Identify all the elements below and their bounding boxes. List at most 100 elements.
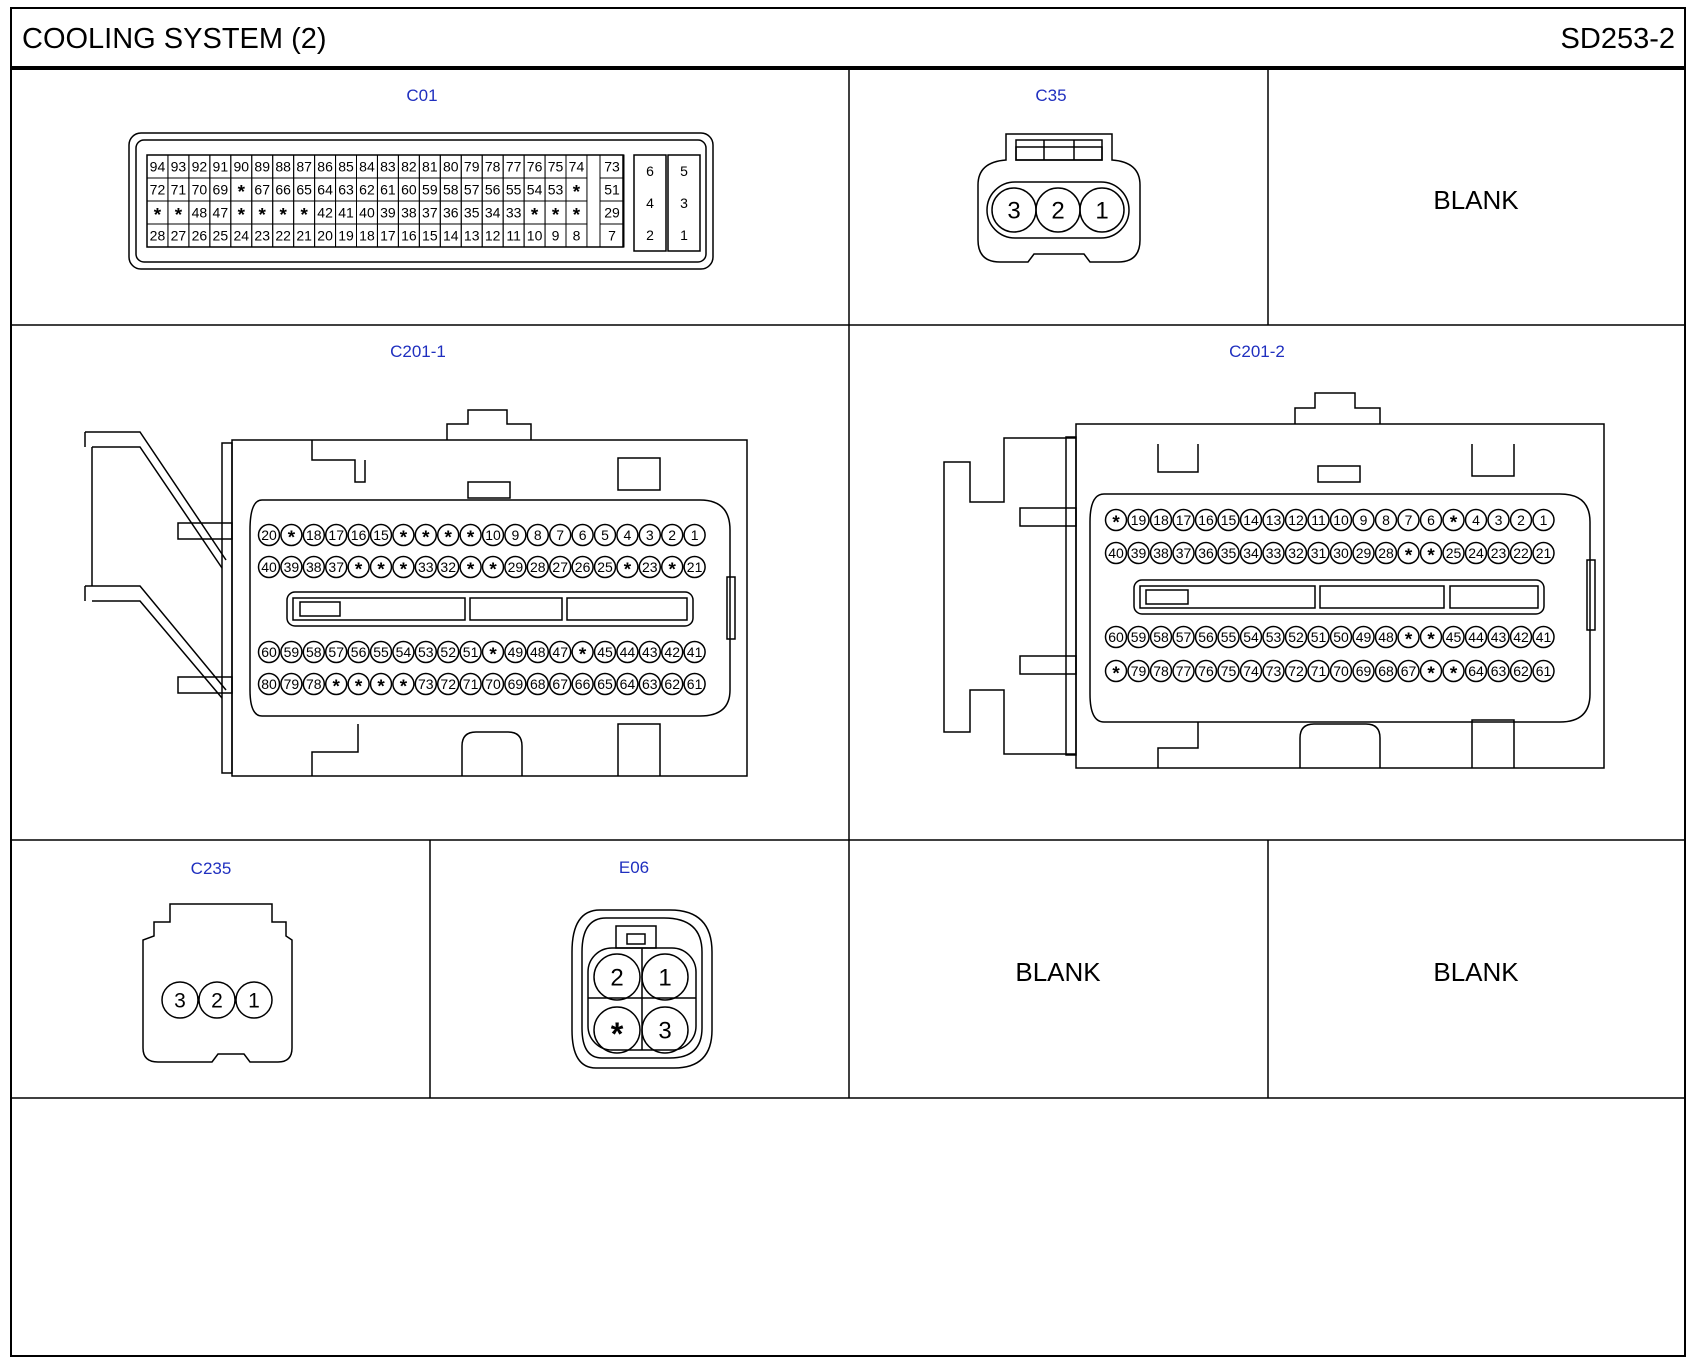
c201-2-pin-label: 32 [1288, 545, 1304, 561]
c201-1-pin-label: * [489, 645, 497, 666]
c01-pin-label: 81 [422, 159, 438, 175]
c01-pin-label: 10 [527, 228, 543, 244]
c201-1-pin [526, 640, 550, 664]
c235-pin-label: 1 [248, 990, 260, 1013]
c201-1-pin [616, 672, 639, 696]
c201-1-pin [436, 640, 460, 664]
c201-1-pin [392, 672, 415, 696]
c201-1-pin [347, 672, 370, 696]
c201-1-pin-label: 8 [534, 527, 542, 543]
c201-2-pin-label: 44 [1468, 629, 1484, 645]
c201-1-pin-label: * [333, 677, 341, 698]
c201-2-pin-label: 38 [1153, 545, 1169, 561]
c201-1-pin-label: * [288, 528, 296, 549]
c201-2-pin [1262, 508, 1285, 532]
c201-2-pin [1149, 659, 1173, 683]
c201-1-pin [683, 672, 706, 696]
c201-1-pin-label: 26 [575, 559, 591, 575]
c01-pin-label: 87 [296, 159, 312, 175]
c201-2-pin-label: 57 [1176, 629, 1192, 645]
c201-2-pin-label: 22 [1513, 545, 1529, 561]
page-code: SD253-2 [1561, 23, 1675, 55]
c201-2-pin [1239, 541, 1263, 565]
c201-1-pin [548, 523, 572, 547]
c201-2-pin-label: 14 [1243, 512, 1259, 528]
c201-2-pin-label: 50 [1333, 629, 1349, 645]
c201-2-pin-label: 60 [1108, 629, 1124, 645]
c201-1-pin-label: * [400, 528, 408, 549]
c01-right-label: 6 [646, 163, 654, 179]
c201-1-pin-label: * [377, 560, 385, 581]
c201-2-pin [1307, 659, 1330, 683]
c01-pin-label: 8 [573, 228, 581, 244]
c201-1-pin-label: * [400, 677, 408, 698]
c201-1-pin-label: 43 [642, 644, 658, 660]
c201-1-pin [392, 523, 415, 547]
c201-2-pin [1104, 541, 1128, 565]
c201-1-pin [571, 640, 594, 664]
c201-2-pin-label: * [1427, 630, 1435, 651]
c201-1-pin-label: 65 [597, 676, 613, 692]
c201-1-pin-label: 42 [664, 644, 680, 660]
c201-1-pin-label: 49 [508, 644, 524, 660]
c201-2-pin [1374, 508, 1398, 532]
c01-pin-label: 89 [254, 159, 270, 175]
c201-1-pin-label: 6 [579, 527, 587, 543]
c01-pin-label: 69 [213, 182, 229, 198]
c201-1-pin [593, 555, 617, 579]
c201-2-pin-label: 68 [1378, 663, 1394, 679]
c201-1-pin [683, 555, 706, 579]
page-title: COOLING SYSTEM (2) [22, 23, 327, 55]
c201-1-pin [683, 640, 706, 664]
c201-2-pin [1509, 508, 1533, 532]
c01-pin-label: 85 [338, 159, 354, 175]
c201-2-housing [943, 392, 1605, 769]
c201-2-pin [1464, 508, 1488, 532]
c201-1-pin [414, 640, 438, 664]
c201-2-pin-label: 56 [1198, 629, 1214, 645]
c201-1-pin [302, 523, 326, 547]
c201-2-pin [1239, 625, 1263, 649]
c201-1-pin [593, 672, 617, 696]
c201-1-pin [660, 555, 684, 579]
c201-1-pin-label: 73 [418, 676, 434, 692]
c201-1-pin [302, 640, 326, 664]
c201-2-pin [1397, 659, 1420, 683]
c201-1-pin-label: 64 [620, 676, 636, 692]
c201-1-pin-label: 55 [373, 644, 389, 660]
c201-1-pin [660, 672, 684, 696]
c201-1-pin [369, 523, 393, 547]
c201-1-pin-label: * [467, 560, 475, 581]
c01-side-label: 73 [604, 159, 620, 175]
c201-2-pin-label: 74 [1243, 663, 1259, 679]
c201-2-pin-label: 4 [1472, 512, 1480, 528]
c201-1-pin [257, 523, 281, 547]
c201-2-pin-label: 9 [1360, 512, 1368, 528]
c201-2-pin [1442, 625, 1465, 649]
c201-1-pin [324, 523, 348, 547]
c201-1-pin-label: 7 [556, 527, 564, 543]
c35-pin-label: 3 [1007, 198, 1020, 225]
c201-2-pin-label: 51 [1311, 629, 1327, 645]
c201-2-pin-label: 6 [1427, 512, 1435, 528]
c201-1-pin [257, 640, 281, 664]
c01-pin-label: 22 [275, 228, 291, 244]
c01-pin-label: 12 [485, 228, 501, 244]
c201-1-pin [616, 523, 639, 547]
c01-pin-label: 90 [233, 159, 249, 175]
c201-1-pin-label: 39 [284, 559, 300, 575]
c201-1-pin-label: 47 [552, 644, 568, 660]
c201-2-pin [1419, 541, 1443, 565]
c201-2-pin [1509, 625, 1533, 649]
c01-pin-label: 18 [359, 228, 375, 244]
c201-1-pin-label: 61 [687, 676, 703, 692]
c201-2-pin [1397, 541, 1420, 565]
c201-2-pin-label: 53 [1266, 629, 1282, 645]
c201-2-pin-label: 36 [1198, 545, 1214, 561]
c201-1-pin-label: 27 [552, 559, 568, 575]
c01-right-label: 5 [680, 163, 688, 179]
e06-label: E06 [619, 858, 649, 877]
e06-pin-label: 2 [610, 965, 623, 992]
sheet-frame [10, 7, 1686, 1357]
c201-2-pin-label: 8 [1382, 512, 1390, 528]
